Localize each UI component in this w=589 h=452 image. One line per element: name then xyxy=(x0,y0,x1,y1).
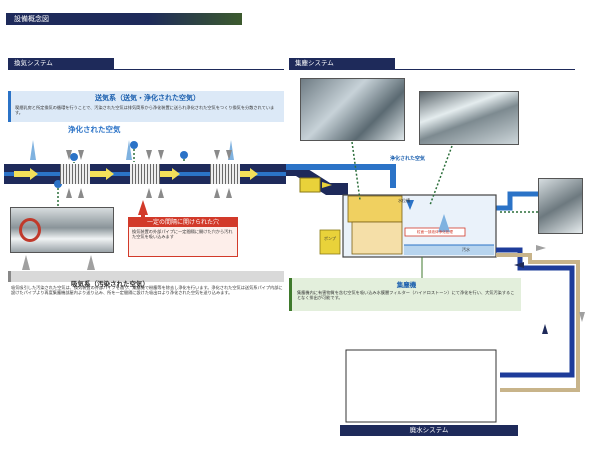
return-duct-to-tank xyxy=(390,164,396,188)
duct-marker-2 xyxy=(130,141,138,149)
red-note-box xyxy=(404,227,466,237)
leader-line-1 xyxy=(351,141,361,201)
duct-marker-1 xyxy=(70,153,78,161)
hole-box: 一定の間隔に開けられた穴 換気装置の外部パイプに一定間隔に開けた穴から汚れた空気… xyxy=(128,217,238,257)
duct-filter-1 xyxy=(60,164,90,184)
gray-arrows-bottom xyxy=(66,188,232,198)
return-left-arrow xyxy=(514,262,524,268)
tank-arrow-up xyxy=(438,214,450,232)
upper-return-duct xyxy=(286,164,396,170)
gray-arrows-top xyxy=(66,150,232,160)
wastewater-section-title: 廃水システム xyxy=(409,426,449,434)
yellow-filter xyxy=(299,177,321,193)
pump-label: ポンプ xyxy=(324,236,336,241)
pipe-photo xyxy=(10,207,114,253)
duct-filter-2 xyxy=(130,164,160,184)
gray-arrows-exhaust xyxy=(22,255,95,270)
filter-note: 粒面一部液体浄化処理 xyxy=(417,230,453,234)
collector-description: 集塵機内に有害物質を含む空気を吸い込み水膜層フィルター（ハイドロストーン）にて浄… xyxy=(297,290,515,301)
dust-collector-photo-3 xyxy=(538,178,583,234)
wastewater-tank xyxy=(345,349,497,423)
tank-arrow-down xyxy=(406,200,414,210)
water-pipe-tan xyxy=(496,253,580,392)
dust-collector-photo-1 xyxy=(300,78,405,141)
tank-water-level xyxy=(404,245,494,255)
dust-section-title: 集塵システム xyxy=(289,58,395,69)
duct-filter-3 xyxy=(210,164,240,184)
duct-marker-3 xyxy=(180,151,188,159)
flow-arrow-3 xyxy=(156,168,180,180)
dust-section-header: 集塵システム xyxy=(289,58,575,70)
collector-box: 集塵機 集塵機内に有害物質を含む空気を吸い込み水膜層フィルター（ハイドロストーン… xyxy=(289,278,521,311)
supply-air-title: 送気系（送気・浄化された空気） xyxy=(95,94,200,102)
purified-air-label-right: 浄化された空気 xyxy=(390,156,426,162)
water-pipe-blue xyxy=(496,247,575,378)
page-tab-title: 設備概念図 xyxy=(6,13,242,25)
return-up-arrow xyxy=(542,324,548,334)
outlet-duct-right xyxy=(496,191,538,211)
pipe-photo-red-coil xyxy=(19,218,41,242)
right-outlet-arrow xyxy=(536,245,546,251)
exhaust-box: 吸気系（汚染された空気） 吸気吸引した汚染された空気は、換気装置の外部パイプを通… xyxy=(8,271,284,311)
ventilation-section-title: 換気システム xyxy=(8,58,114,69)
exhaust-title: 吸気系（汚染された空気） xyxy=(71,280,149,288)
exhaust-title-bar: 吸気系（汚染された空気） xyxy=(8,271,284,288)
dust-collector-photo-2 xyxy=(419,91,519,145)
supply-air-box: 送気系（送気・浄化された空気） 喫煙乳房と所定換気の循環を行うことで、汚染された… xyxy=(8,91,284,122)
red-hole-arrow-stem xyxy=(141,214,145,219)
tank-water-box xyxy=(347,195,403,223)
tank-inner-box xyxy=(351,221,403,255)
tank-label: 汚水 xyxy=(462,247,470,252)
collector-title: 集塵機 xyxy=(396,281,417,289)
water-tank-label: 水位槽 xyxy=(398,198,410,203)
supply-air-description: 喫煙乳房と所定換気の循環を行うことで、汚染された空気は排気筒系から浄化装置に送ら… xyxy=(15,105,275,116)
hole-description: 換気装置の外部パイプに一定間隔に開けた穴から汚れた空気を吸い込みます xyxy=(132,229,233,240)
ventilation-section-header: 換気システム xyxy=(8,58,284,70)
right-down-arrow xyxy=(579,312,585,322)
filter-arrow xyxy=(322,182,332,188)
exhaust-description: 吸気吸引した汚染された空気は、換気装置の外部パイプを通り、集塵機で粉塵等を除去し… xyxy=(11,285,283,296)
flow-arrow-1 xyxy=(14,168,38,180)
leader-line-2 xyxy=(429,145,453,206)
hole-title: 一定の間隔に開けられた穴 xyxy=(129,218,237,227)
red-hole-arrow xyxy=(138,200,148,215)
pump-body xyxy=(319,229,341,255)
purified-air-label-left: 浄化された空気 xyxy=(68,125,121,134)
wastewater-section-header: 廃水システム xyxy=(340,425,518,436)
flow-arrow-2 xyxy=(90,168,114,180)
